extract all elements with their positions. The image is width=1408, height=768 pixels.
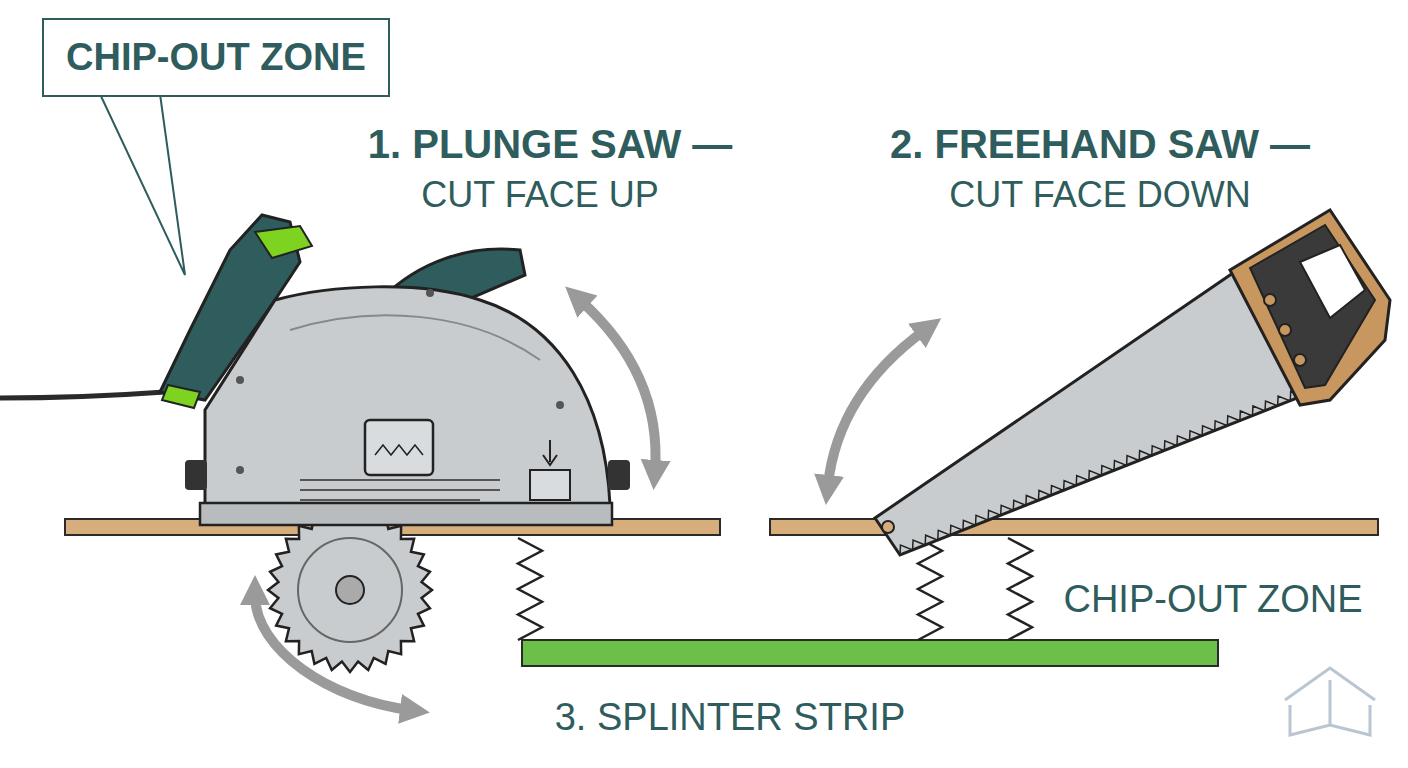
callout-box: CHIP-OUT ZONE — [42, 18, 390, 97]
zone-label: CHIP-OUT ZONE — [1063, 578, 1362, 621]
watermark-icon — [1285, 668, 1375, 735]
saw-blade — [268, 508, 432, 672]
power-cord — [0, 392, 165, 398]
part-label: 3. SPLINTER STRIP — [555, 696, 906, 739]
callout-pointer — [100, 94, 185, 275]
plunge-saw — [160, 215, 630, 525]
motion-arrow — [255, 300, 925, 710]
chip-out-marks — [518, 538, 1032, 640]
step-subheading: CUT FACE UP — [421, 174, 658, 216]
step-heading: 1. PLUNGE SAW — — [368, 122, 733, 167]
splinter-strip — [522, 640, 1218, 666]
callout-text: CHIP-OUT ZONE — [66, 36, 366, 79]
workpiece-board — [770, 519, 1378, 535]
step-heading: 2. FREEHAND SAW — — [890, 122, 1310, 167]
hand-saw — [875, 210, 1390, 555]
step-subheading: CUT FACE DOWN — [949, 174, 1250, 216]
